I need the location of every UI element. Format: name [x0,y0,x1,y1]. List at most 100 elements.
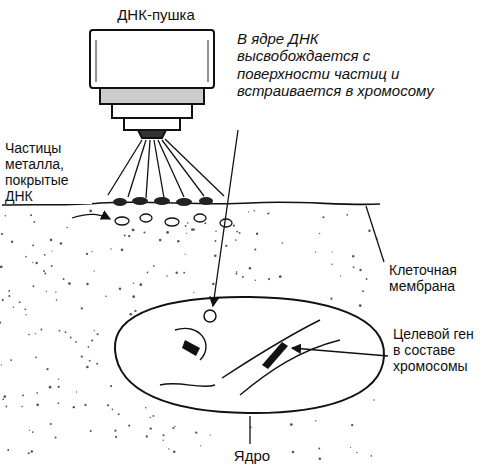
speckle-dot [356,452,357,453]
speckle-dot [370,455,372,457]
speckle-dot [346,214,348,216]
speckle-dot [66,227,67,228]
speckle-dot [129,313,132,316]
speckle-dot [21,406,23,408]
speckle-dot [75,341,77,343]
speckle-dot [19,301,21,303]
speckle-dot [51,265,53,267]
speckle-dot [233,225,235,227]
speckle-dot [86,283,88,285]
speckle-dot [1,233,3,235]
speckle-dot [166,275,168,277]
speckle-dot [210,434,211,435]
speckle-dot [2,398,4,400]
speckle-dot [110,248,111,249]
speckle-dot [185,253,186,254]
speckle-dot [331,263,332,264]
speckle-dot [186,233,187,234]
speckle-dot [212,283,215,286]
speckle-dot [290,423,293,426]
speckle-dot [46,368,48,370]
speckle-dot [70,337,72,339]
speckle-dot [315,252,316,253]
speckle-dot [89,360,91,362]
speckle-dot [279,275,282,278]
speckle-dot [58,402,60,404]
speckle-dot [185,225,187,227]
speckle-dot [282,242,284,244]
speckle-dot [84,404,86,406]
speckle-dot [353,266,355,268]
speckle-dot [172,427,174,429]
speckle-dot [236,271,238,273]
speckle-dot [81,307,83,309]
speckle-dot [268,213,270,215]
speckle-dot [368,229,371,232]
speckle-dot [51,251,52,252]
speckle-dot [225,245,227,247]
speckle-dot [2,299,4,301]
speckle-dot [89,210,92,213]
speckle-dot [132,229,135,232]
speckle-dot [36,392,38,394]
speckle-dot [7,449,9,451]
speckle-dot [110,385,112,387]
speckle-dot [59,330,61,332]
speckle-dot [107,404,109,406]
speckle-dot [195,432,197,434]
speckle-dot [174,426,175,427]
speckle-dot [68,282,71,285]
speckle-dot [60,242,63,245]
speckle-dot [332,251,333,252]
gene-label: Целевой ген в составе хромосомы [392,326,486,374]
speckle-dot [96,363,98,365]
speckle-dot [119,287,122,290]
speckle-dot [29,430,30,431]
gun-body-panel [96,40,208,82]
speckle-dot [81,355,83,357]
speckle-dot [90,430,92,432]
speckle-dot [114,430,116,432]
speckle-dot [63,278,65,280]
speckle-dot [235,239,237,241]
speckle-dot [73,406,75,408]
speckle-dot [319,457,322,460]
speckle-dot [33,221,35,223]
speckle-dot [35,357,37,359]
speckle-dot [139,283,142,286]
speckle-dot [91,251,92,252]
speckle-dot [8,290,10,292]
speckle-dot [65,331,67,333]
speckle-dot [55,292,56,293]
speckle-dot [351,424,353,426]
speckle-dot [255,279,256,280]
speckle-dot [40,329,42,331]
speckle-dot [94,330,95,331]
speckle-dot [315,420,316,421]
speckle-dot [32,262,33,263]
speckle-dot [35,262,37,264]
speckle-dot [200,445,201,446]
speckle-dot [204,222,206,224]
speckle-dot [128,235,130,237]
speckle-dot [175,272,177,274]
leader-lines [72,130,388,444]
speckle-dot [187,222,189,224]
speckle-dot [359,304,362,307]
speckle-dot [28,334,30,336]
speckle-dot [214,255,217,258]
speckle-dot [359,269,361,271]
speckle-dot [268,278,270,280]
speckle-dot [58,386,60,388]
speckle-dot [5,406,7,408]
speckle-dot [88,346,90,348]
dna-gun [90,30,214,138]
speckle-dot [97,333,99,335]
speckle-dot [236,273,238,275]
speckle-dot [292,451,295,454]
speckle-dot [373,399,375,401]
speckle-dot [24,309,26,311]
target-gene [182,340,288,369]
speckle-dot [91,339,93,341]
speckle-dot [239,232,241,234]
